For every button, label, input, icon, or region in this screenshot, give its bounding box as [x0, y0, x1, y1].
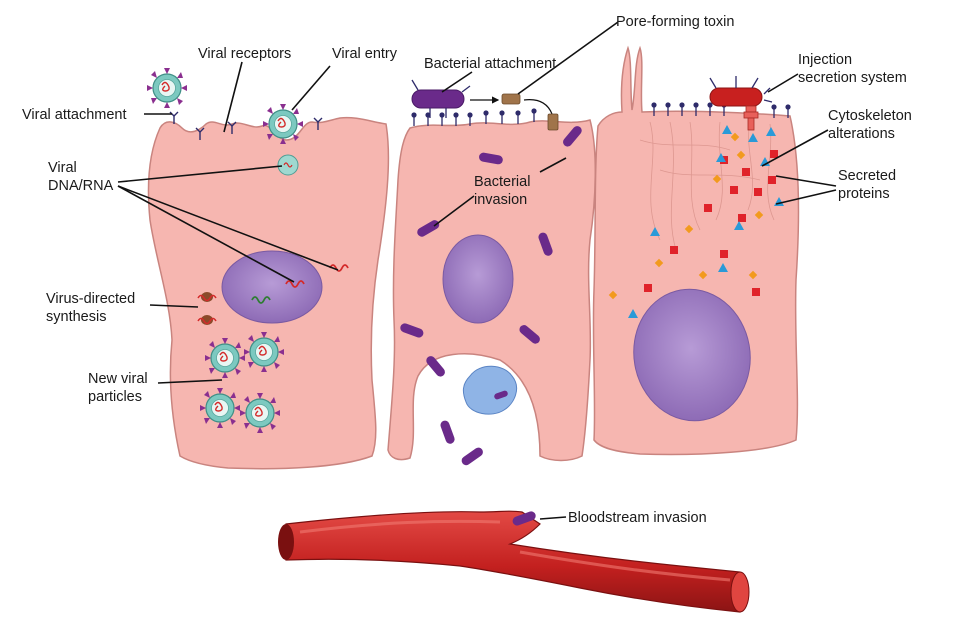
- label-cytoskeleton-2: alterations: [828, 126, 895, 142]
- label-viral-entry: Viral entry: [332, 46, 398, 62]
- immune-cell: [462, 365, 517, 415]
- label-injection-2: secretion system: [798, 70, 907, 86]
- bacterium: [440, 420, 455, 444]
- viral-dna-squiggle-green: [251, 296, 271, 304]
- nucleus-cell2: [442, 234, 514, 324]
- bacterium: [400, 323, 424, 338]
- label-viral-dna-rna-1: Viral: [48, 160, 77, 176]
- label-bacterial-invasion-1: Bacterial: [474, 174, 530, 190]
- nucleus-cell3: [633, 288, 751, 422]
- label-virus-directed-1: Virus-directed: [46, 291, 135, 307]
- label-bacterial-attachment: Bacterial attachment: [424, 56, 556, 72]
- label-cytoskeleton-1: Cytoskeleton: [828, 108, 912, 124]
- label-bacterial-invasion-2: invasion: [474, 192, 527, 208]
- attaching-bacterium: [411, 79, 471, 118]
- new-virion: [239, 392, 281, 434]
- bacterium: [538, 232, 553, 256]
- pore-icon: [547, 113, 559, 131]
- label-pore-forming-toxin: Pore-forming toxin: [616, 14, 734, 30]
- label-viral-dna-rna-2: DNA/RNA: [48, 178, 114, 194]
- toxin-icon: [501, 93, 521, 105]
- attaching-virion: [146, 67, 188, 109]
- label-new-viral-2: particles: [88, 389, 142, 405]
- new-virion: [243, 331, 285, 373]
- new-virion: [204, 337, 246, 379]
- entering-virion: [262, 103, 304, 145]
- bacterium: [417, 220, 440, 237]
- secretion-system-icon: [743, 105, 759, 131]
- bacterium: [519, 325, 540, 344]
- label-bloodstream-invasion: Bloodstream invasion: [568, 510, 707, 526]
- viral-dna-squiggle-red2: [329, 264, 349, 272]
- label-viral-attachment: Viral attachment: [22, 107, 127, 123]
- label-viral-receptors: Viral receptors: [198, 46, 291, 62]
- cytoskeleton-fibres: [639, 121, 775, 251]
- label-injection-1: Injection: [798, 52, 852, 68]
- label-secreted-2: proteins: [838, 186, 890, 202]
- bacterium-in-blood: [512, 511, 536, 526]
- nucleus-cell1: [221, 250, 323, 324]
- bacterium: [479, 152, 503, 165]
- viral-dna-squiggle-red: [285, 280, 305, 288]
- blood-vessel: [278, 510, 750, 613]
- host-cell-secretion: [592, 45, 800, 456]
- host-cell-bacterial: [387, 107, 596, 466]
- injecting-bacterium: [709, 76, 773, 107]
- bacterium: [461, 447, 483, 466]
- ribosome-icon: [201, 292, 213, 302]
- host-cell-viral: [147, 111, 390, 470]
- ribosome-icon-2: [201, 315, 213, 325]
- labels: Viral attachment Viral receptors Viral e…: [22, 14, 912, 526]
- label-virus-directed-2: synthesis: [46, 309, 106, 325]
- label-secreted-1: Secreted: [838, 168, 896, 184]
- bacterium: [563, 126, 582, 147]
- leader-lines: [117, 21, 837, 520]
- new-virion: [199, 387, 241, 429]
- label-new-viral-1: New viral: [88, 371, 148, 387]
- bacterium: [426, 356, 445, 377]
